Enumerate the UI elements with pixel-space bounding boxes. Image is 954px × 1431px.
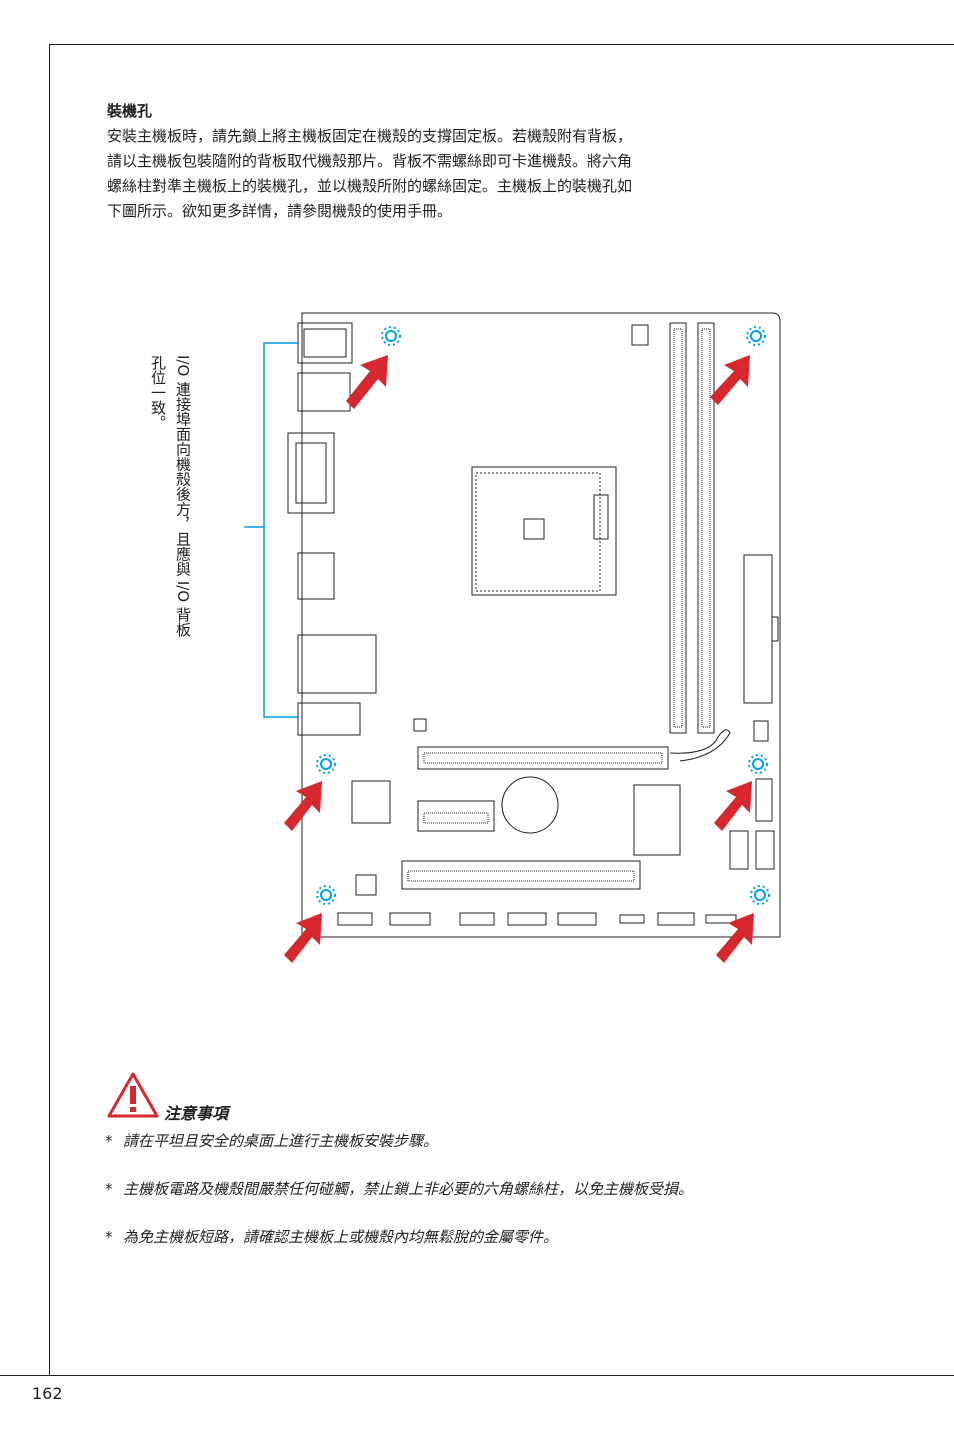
dimm-slot-1 bbox=[669, 322, 687, 734]
cpu-socket bbox=[471, 466, 617, 596]
bottom-header bbox=[619, 914, 645, 924]
cpu-fan-header bbox=[631, 324, 649, 346]
mounting-hole-4 bbox=[748, 754, 768, 774]
mounting-hole-1 bbox=[381, 326, 401, 346]
io-label-line: I/O 連接埠面向機殼後方，且應與 I/O 背板 bbox=[174, 355, 192, 637]
super-io-chip bbox=[351, 780, 391, 824]
arrow-icon bbox=[284, 913, 322, 963]
chipset bbox=[633, 784, 681, 856]
sys-fan-header bbox=[753, 720, 769, 742]
io-port-ps2 bbox=[297, 322, 353, 364]
mounting-hole-3 bbox=[316, 754, 336, 774]
arrow-icon bbox=[716, 913, 754, 963]
io-bracket bbox=[244, 342, 298, 718]
io-port-audio bbox=[297, 702, 361, 736]
page-number: 162 bbox=[32, 1384, 63, 1403]
arrow-icon bbox=[714, 781, 752, 831]
body-line: 安裝主機板時，請先鎖上將主機板固定在機殼的支撐固定板。若機殼附有背板， bbox=[107, 127, 633, 145]
board-outline bbox=[301, 312, 781, 938]
sata-connector-1 bbox=[755, 778, 773, 822]
mounting-hole-5 bbox=[316, 885, 336, 905]
bottom-header bbox=[705, 914, 737, 924]
arrow-icon bbox=[284, 781, 322, 831]
io-orientation-label: I/O 連接埠面向機殼後方，且應與 I/O 背板 孔位一致。 bbox=[145, 355, 195, 637]
arrow-icon bbox=[346, 355, 388, 409]
cmos-battery bbox=[501, 776, 559, 834]
body-line: 請以主機板包裝隨附的背板取代機殼那片。背板不需螺絲即可卡進機殼。將六角 bbox=[107, 152, 633, 170]
arrow-icon bbox=[710, 355, 750, 405]
caution-item: 主機板電路及機殼間嚴禁任何碰觸，禁止鎖上非必要的六角螺絲柱，以免主機板受損。 bbox=[123, 1180, 694, 1198]
sata-connector-3 bbox=[755, 830, 775, 870]
io-port-usb2 bbox=[297, 634, 377, 694]
list-item: * 主機板電路及機殼間嚴禁任何碰觸，禁止鎖上非必要的六角螺絲柱，以免主機板受損。 bbox=[105, 1176, 825, 1202]
caution-title: 注意事項 bbox=[164, 1104, 229, 1123]
io-label-line: 孔位一致。 bbox=[149, 355, 167, 430]
mounting-hole-2 bbox=[746, 326, 766, 346]
bottom-header bbox=[507, 912, 547, 926]
caution-item: 請在平坦且安全的桌面上進行主機板安裝步驟。 bbox=[123, 1132, 439, 1150]
body-line: 下圖所示。欲知更多詳情，請參閱機殼的使用手冊。 bbox=[107, 202, 453, 220]
bullet-mark: * bbox=[105, 1228, 113, 1246]
io-port-vga bbox=[287, 432, 335, 514]
page-frame-top bbox=[49, 44, 954, 45]
io-port-usb bbox=[297, 372, 351, 412]
warning-triangle-icon bbox=[107, 1072, 159, 1118]
mounting-hole-6 bbox=[750, 885, 770, 905]
bullet-mark: * bbox=[105, 1180, 113, 1198]
motherboard-diagram bbox=[244, 312, 781, 963]
pcie-x16-slot bbox=[417, 746, 669, 770]
bottom-header bbox=[459, 912, 495, 926]
bottom-header bbox=[389, 912, 431, 926]
caution-list: * 請在平坦且安全的桌面上進行主機板安裝步驟。 * 主機板電路及機殼間嚴禁任何碰… bbox=[105, 1128, 825, 1272]
section-title: 裝機孔 bbox=[107, 102, 153, 120]
atx-power-connector bbox=[743, 554, 773, 704]
list-item: * 為免主機板短路，請確認主機板上或機殼內均無鬆脫的金屬零件。 bbox=[105, 1224, 825, 1250]
list-item: * 請在平坦且安全的桌面上進行主機板安裝步驟。 bbox=[105, 1128, 825, 1154]
bullet-mark: * bbox=[105, 1132, 113, 1150]
bottom-header bbox=[557, 912, 597, 926]
caution-item: 為免主機板短路，請確認主機板上或機殼內均無鬆脫的金屬零件。 bbox=[123, 1228, 559, 1246]
pci-slot bbox=[401, 860, 641, 890]
io-port-lan bbox=[297, 552, 335, 600]
body-line: 螺絲柱對準主機板上的裝機孔，並以機殼所附的螺絲固定。主機板上的裝機孔如 bbox=[107, 177, 633, 195]
sata-connector-2 bbox=[729, 830, 749, 870]
bottom-header bbox=[337, 912, 373, 926]
page-frame-left bbox=[49, 44, 50, 1376]
bottom-header bbox=[657, 912, 695, 926]
pcie-x1-slot bbox=[417, 800, 495, 832]
page-frame-bottom bbox=[0, 1375, 954, 1376]
dimm-slot-2 bbox=[697, 322, 715, 734]
section-body: 安裝主機板時，請先鎖上將主機板固定在機殼的支撐固定板。若機殼附有背板， 請以主機… bbox=[107, 124, 817, 224]
